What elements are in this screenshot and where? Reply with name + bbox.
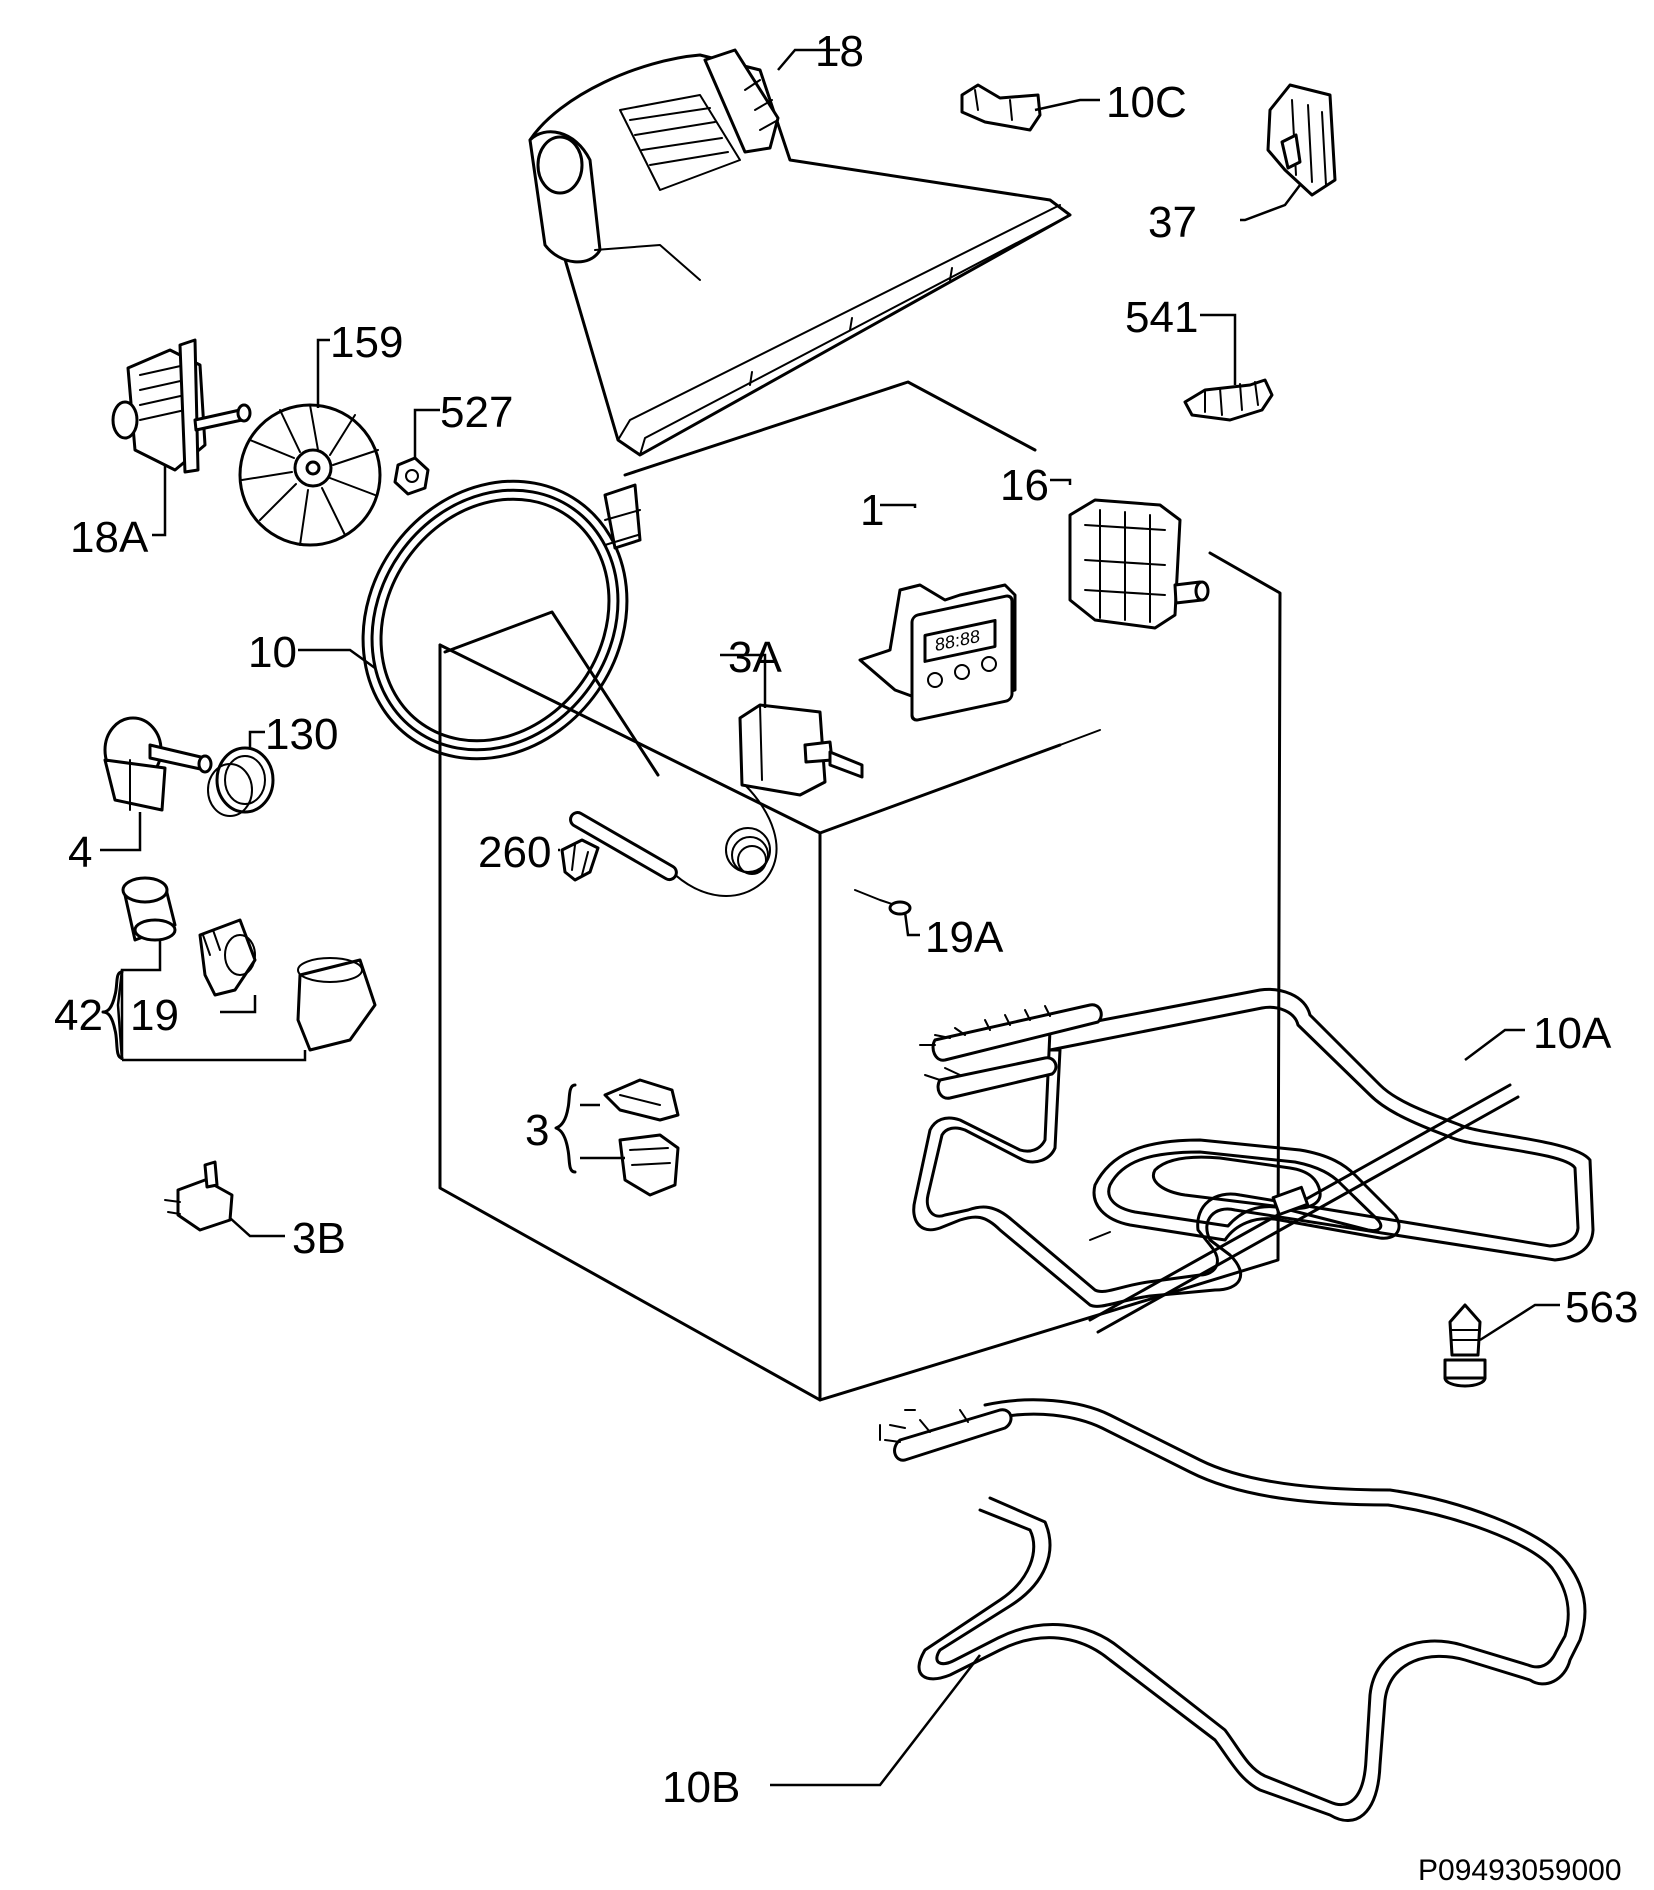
part-563-support: 563 xyxy=(1443,1283,1638,1388)
oven-cavity xyxy=(438,380,1282,1402)
label-563: 563 xyxy=(1565,1283,1638,1332)
part-16-selector-switch: 16 xyxy=(1000,461,1210,630)
part-4-motor: 4 xyxy=(68,716,213,877)
part-37-terminal-block: 37 xyxy=(1148,83,1337,247)
part-1-electronic-clock: 88:88 1 xyxy=(858,486,1017,722)
part-527-nut: 527 xyxy=(393,388,513,496)
part-130-seal: 130 xyxy=(207,710,338,817)
label-18a: 18A xyxy=(70,513,149,562)
label-10b: 10B xyxy=(662,1763,740,1812)
part-42-lamp-assembly: 42 19 xyxy=(54,876,377,1062)
label-19a: 19A xyxy=(925,913,1004,962)
label-10a: 10A xyxy=(1533,1009,1612,1058)
part-10-circular-element: 10 xyxy=(248,479,642,761)
part-10c-bracket: 10C xyxy=(960,78,1187,132)
part-260-clip: 260 xyxy=(478,828,600,882)
label-37: 37 xyxy=(1148,198,1197,247)
label-541: 541 xyxy=(1125,293,1198,342)
label-3: 3 xyxy=(525,1106,549,1155)
part-159-fan-blade: 159 xyxy=(238,318,403,547)
part-3a-thermostat: 3A xyxy=(569,633,864,897)
part-19a-wire: 19A xyxy=(854,889,1004,962)
label-3b: 3B xyxy=(292,1214,346,1263)
part-3-cutout: 3 xyxy=(525,1078,680,1197)
label-10c: 10C xyxy=(1106,78,1187,127)
part-fan-cover: 18 xyxy=(528,27,1072,457)
part-10a-grill-element: 10A xyxy=(912,987,1612,1334)
label-10: 10 xyxy=(248,628,297,677)
label-4: 4 xyxy=(68,828,92,877)
label-42: 42 xyxy=(54,991,103,1040)
label-159: 159 xyxy=(330,318,403,367)
label-19: 19 xyxy=(130,991,179,1040)
label-260: 260 xyxy=(478,828,551,877)
label-3a: 3A xyxy=(728,633,782,682)
label-18: 18 xyxy=(815,27,864,76)
part-18a-fan-motor: 18A xyxy=(70,338,252,562)
drawing-code: P09493059000 xyxy=(1418,1854,1622,1887)
label-527: 527 xyxy=(440,388,513,437)
label-1: 1 xyxy=(860,486,884,535)
part-10b-bottom-element: 10B xyxy=(662,1398,1587,1822)
label-130: 130 xyxy=(265,710,338,759)
part-541-switch: 541 xyxy=(1125,293,1274,422)
part-3b-cutout: 3B xyxy=(164,1160,346,1263)
label-16: 16 xyxy=(1000,461,1049,510)
